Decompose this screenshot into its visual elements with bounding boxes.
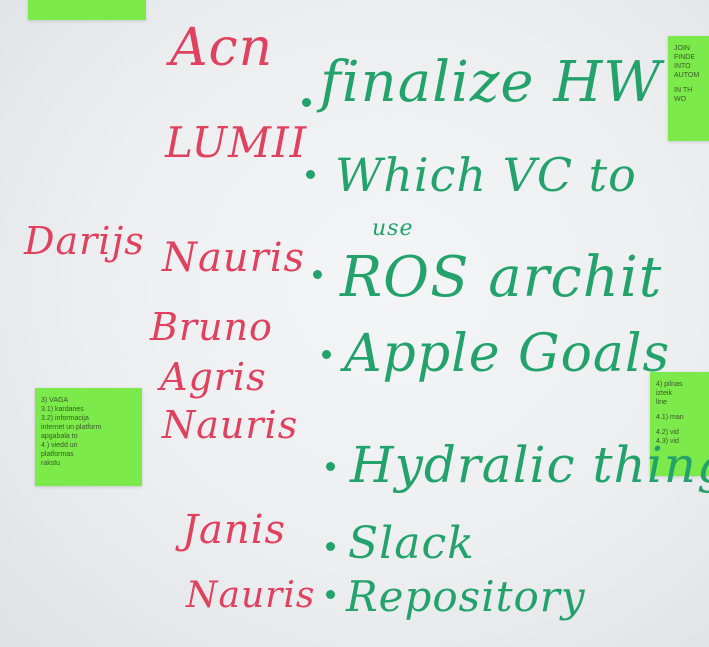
sticky-text: 4.3) vid bbox=[656, 438, 679, 445]
sticky-text: JOIN bbox=[674, 45, 690, 52]
sticky-text: 4.2) vid bbox=[656, 429, 679, 436]
sticky-text: line bbox=[656, 399, 667, 406]
bullet-dot bbox=[326, 462, 335, 471]
task-hydralic-thing: Hydralic thing bbox=[350, 436, 709, 494]
sticky-text: AUTOM bbox=[674, 72, 700, 79]
task-use: use bbox=[372, 216, 414, 241]
sticky-text: platformas bbox=[41, 451, 74, 458]
task-ros-archit: ROS archit bbox=[340, 245, 663, 310]
sticky-text: 4.) viedd un bbox=[41, 442, 78, 449]
task-finalize-hw: finalize HW bbox=[320, 50, 662, 115]
name-darijs: Darijs bbox=[24, 219, 145, 263]
bullet-dot bbox=[302, 98, 311, 107]
bullet-dot bbox=[326, 542, 335, 551]
bullet-dot bbox=[306, 170, 315, 179]
task-repository: Repository bbox=[346, 572, 586, 621]
sticky-text: WO bbox=[674, 96, 687, 103]
name-acn: Acn bbox=[170, 18, 274, 78]
task-which-vc: Which VC to bbox=[335, 148, 637, 202]
sticky-text: 3.2) informacija bbox=[41, 415, 89, 422]
sticky-text: izteik bbox=[656, 390, 672, 397]
sticky-text: 3.1) kardanes bbox=[41, 406, 84, 413]
task-slack: Slack bbox=[348, 518, 475, 569]
sticky-text: FINDE bbox=[674, 54, 695, 61]
sticky-note-top-right: JOIN FINDE INTO AUTOM IN TH WO bbox=[668, 36, 709, 141]
name-lumii: LUMII bbox=[165, 118, 308, 167]
sticky-text: INTO bbox=[674, 63, 691, 70]
name-nauris-3: Nauris bbox=[186, 575, 316, 616]
name-nauris-2: Nauris bbox=[162, 403, 299, 447]
bullet-dot bbox=[313, 270, 322, 279]
sticky-text: 3) VAGA bbox=[41, 397, 69, 404]
sticky-text: 4.1) man bbox=[656, 414, 684, 421]
sticky-note-right: 4) pilnas izteik line 4.1) man 4.2) vid … bbox=[650, 372, 709, 476]
bullet-dot bbox=[322, 350, 331, 359]
name-bruno: Bruno bbox=[150, 305, 273, 349]
name-nauris-1: Nauris bbox=[162, 235, 306, 281]
sticky-text: 4) pilnas bbox=[656, 381, 683, 388]
sticky-note-top-left bbox=[28, 0, 146, 20]
sticky-text: apgabala to bbox=[41, 433, 78, 440]
sticky-text: rakstu bbox=[41, 460, 61, 467]
sticky-text: internet un platform bbox=[41, 424, 102, 431]
task-apple-goals: Apple Goals bbox=[344, 324, 671, 384]
name-agris: Agris bbox=[160, 355, 267, 399]
sticky-note-left: 3) VAGA 3.1) kardanes 3.2) informacija i… bbox=[35, 388, 142, 486]
sticky-text: IN TH bbox=[674, 87, 693, 94]
bullet-dot bbox=[326, 590, 335, 599]
name-janis: Janis bbox=[182, 507, 286, 553]
